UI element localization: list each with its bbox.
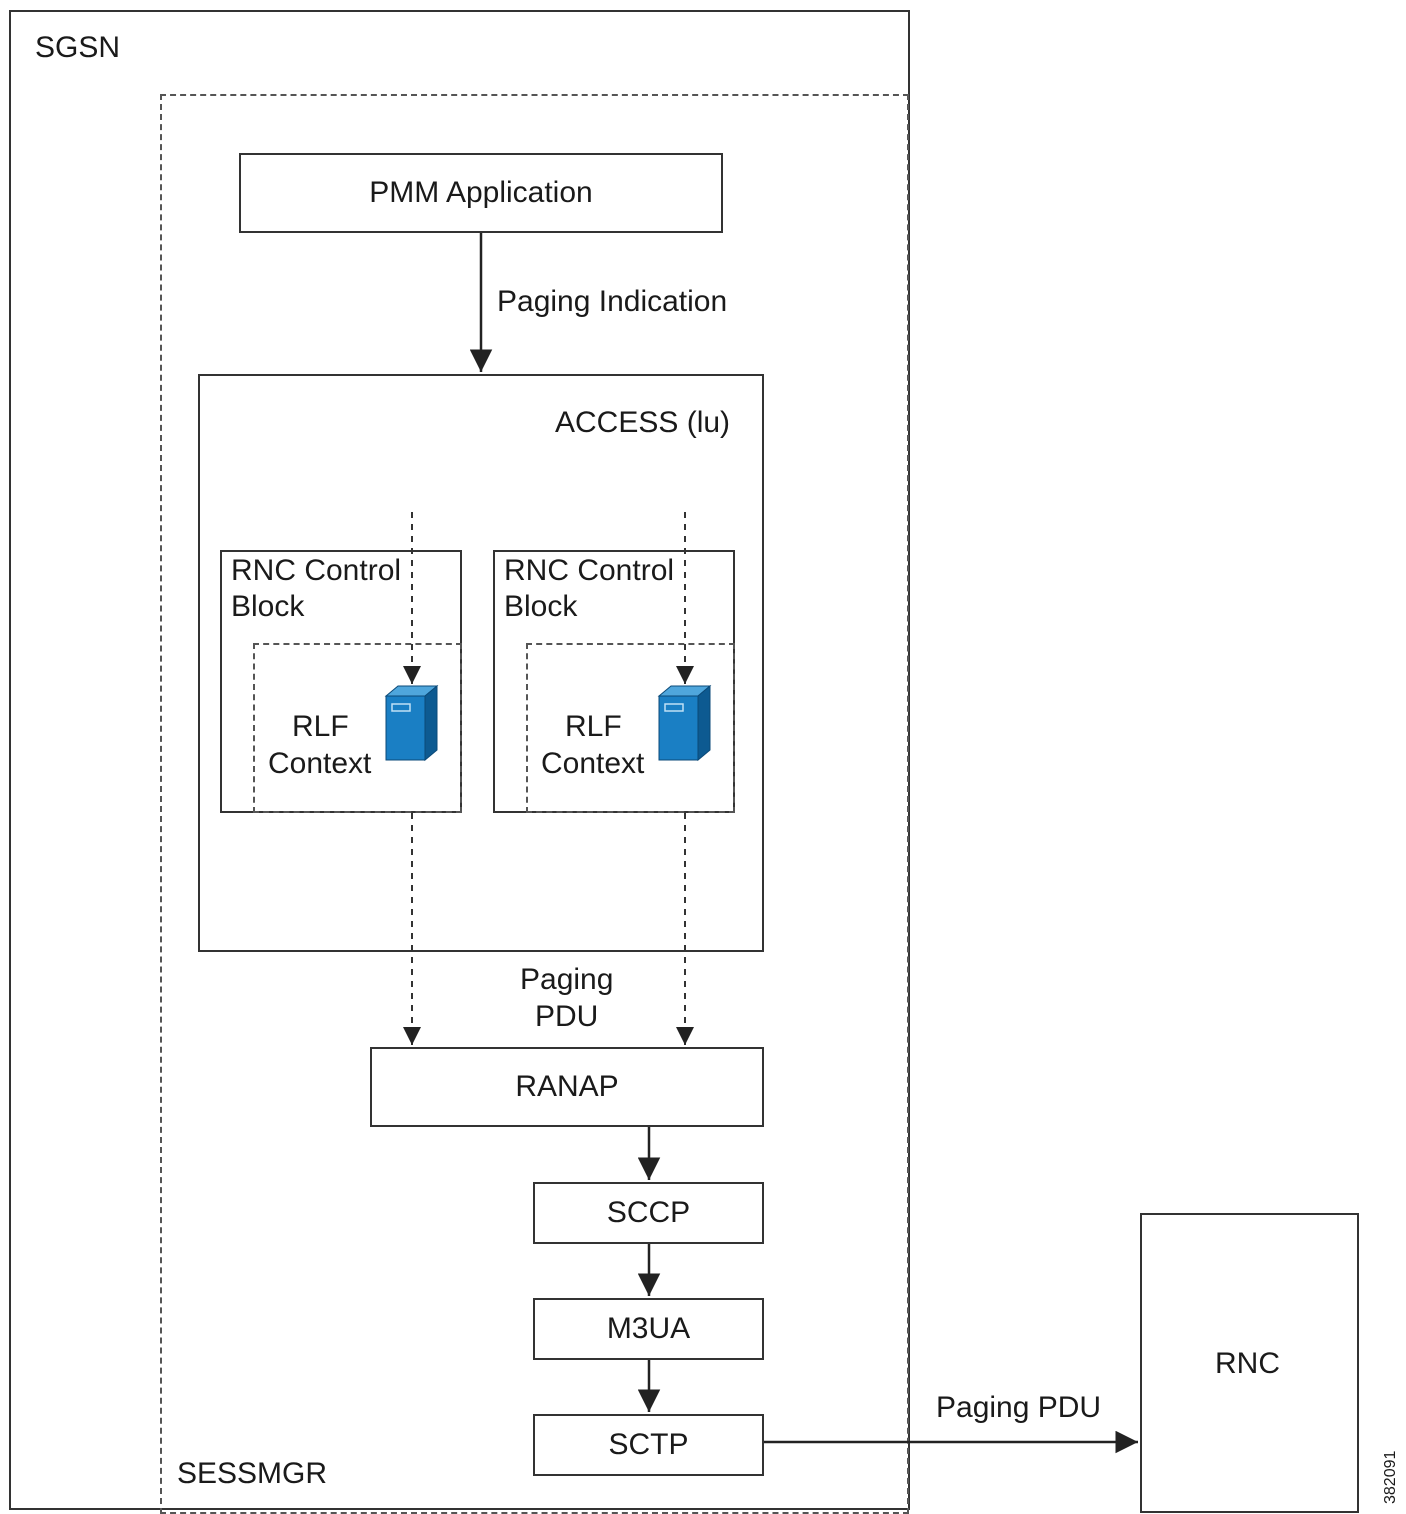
access-label: ACCESS (lu) [555,406,731,439]
ranap-box: RANAP [370,1047,764,1127]
server-icon [384,684,439,762]
sgsn-label: SGSN [35,31,121,64]
sctp-label: SCTP [608,1428,689,1461]
rnc-label: RNC [1215,1347,1280,1380]
ranap-label: RANAP [515,1070,619,1103]
m3ua-label: M3UA [606,1312,691,1345]
sccp-label: SCCP [606,1196,691,1229]
rlf-context-line2: Context [541,747,645,780]
sccp-box: SCCP [533,1182,764,1244]
m3ua-box: M3UA [533,1298,764,1360]
rlf-context-region [253,643,462,813]
rlf-context-line1: RLF [565,710,622,743]
rnc-block-title-line2: Block [231,590,305,623]
paging-indication-label: Paging Indication [497,285,728,318]
rnc-block-title-line2: Block [504,590,578,623]
sessmgr-label: SESSMGR [177,1457,328,1490]
paging-pdu-right-label: Paging PDU [936,1391,1102,1424]
rnc-control-block [220,550,462,813]
pmm-application-label: PMM Application [369,176,593,209]
rnc-block-title-line1: RNC Control [504,554,675,587]
sctp-box: SCTP [533,1414,764,1476]
rnc-block-title-line1: RNC Control [231,554,402,587]
paging-pdu-label-line2: PDU [535,1000,599,1033]
server-icon [657,684,712,762]
paging-pdu-label-line1: Paging [520,963,614,996]
rnc-box [1140,1213,1359,1513]
rlf-context-line2: Context [268,747,372,780]
pmm-application-box: PMM Application [239,153,723,233]
rlf-context-line1: RLF [292,710,349,743]
rlf-context-region [526,643,735,813]
